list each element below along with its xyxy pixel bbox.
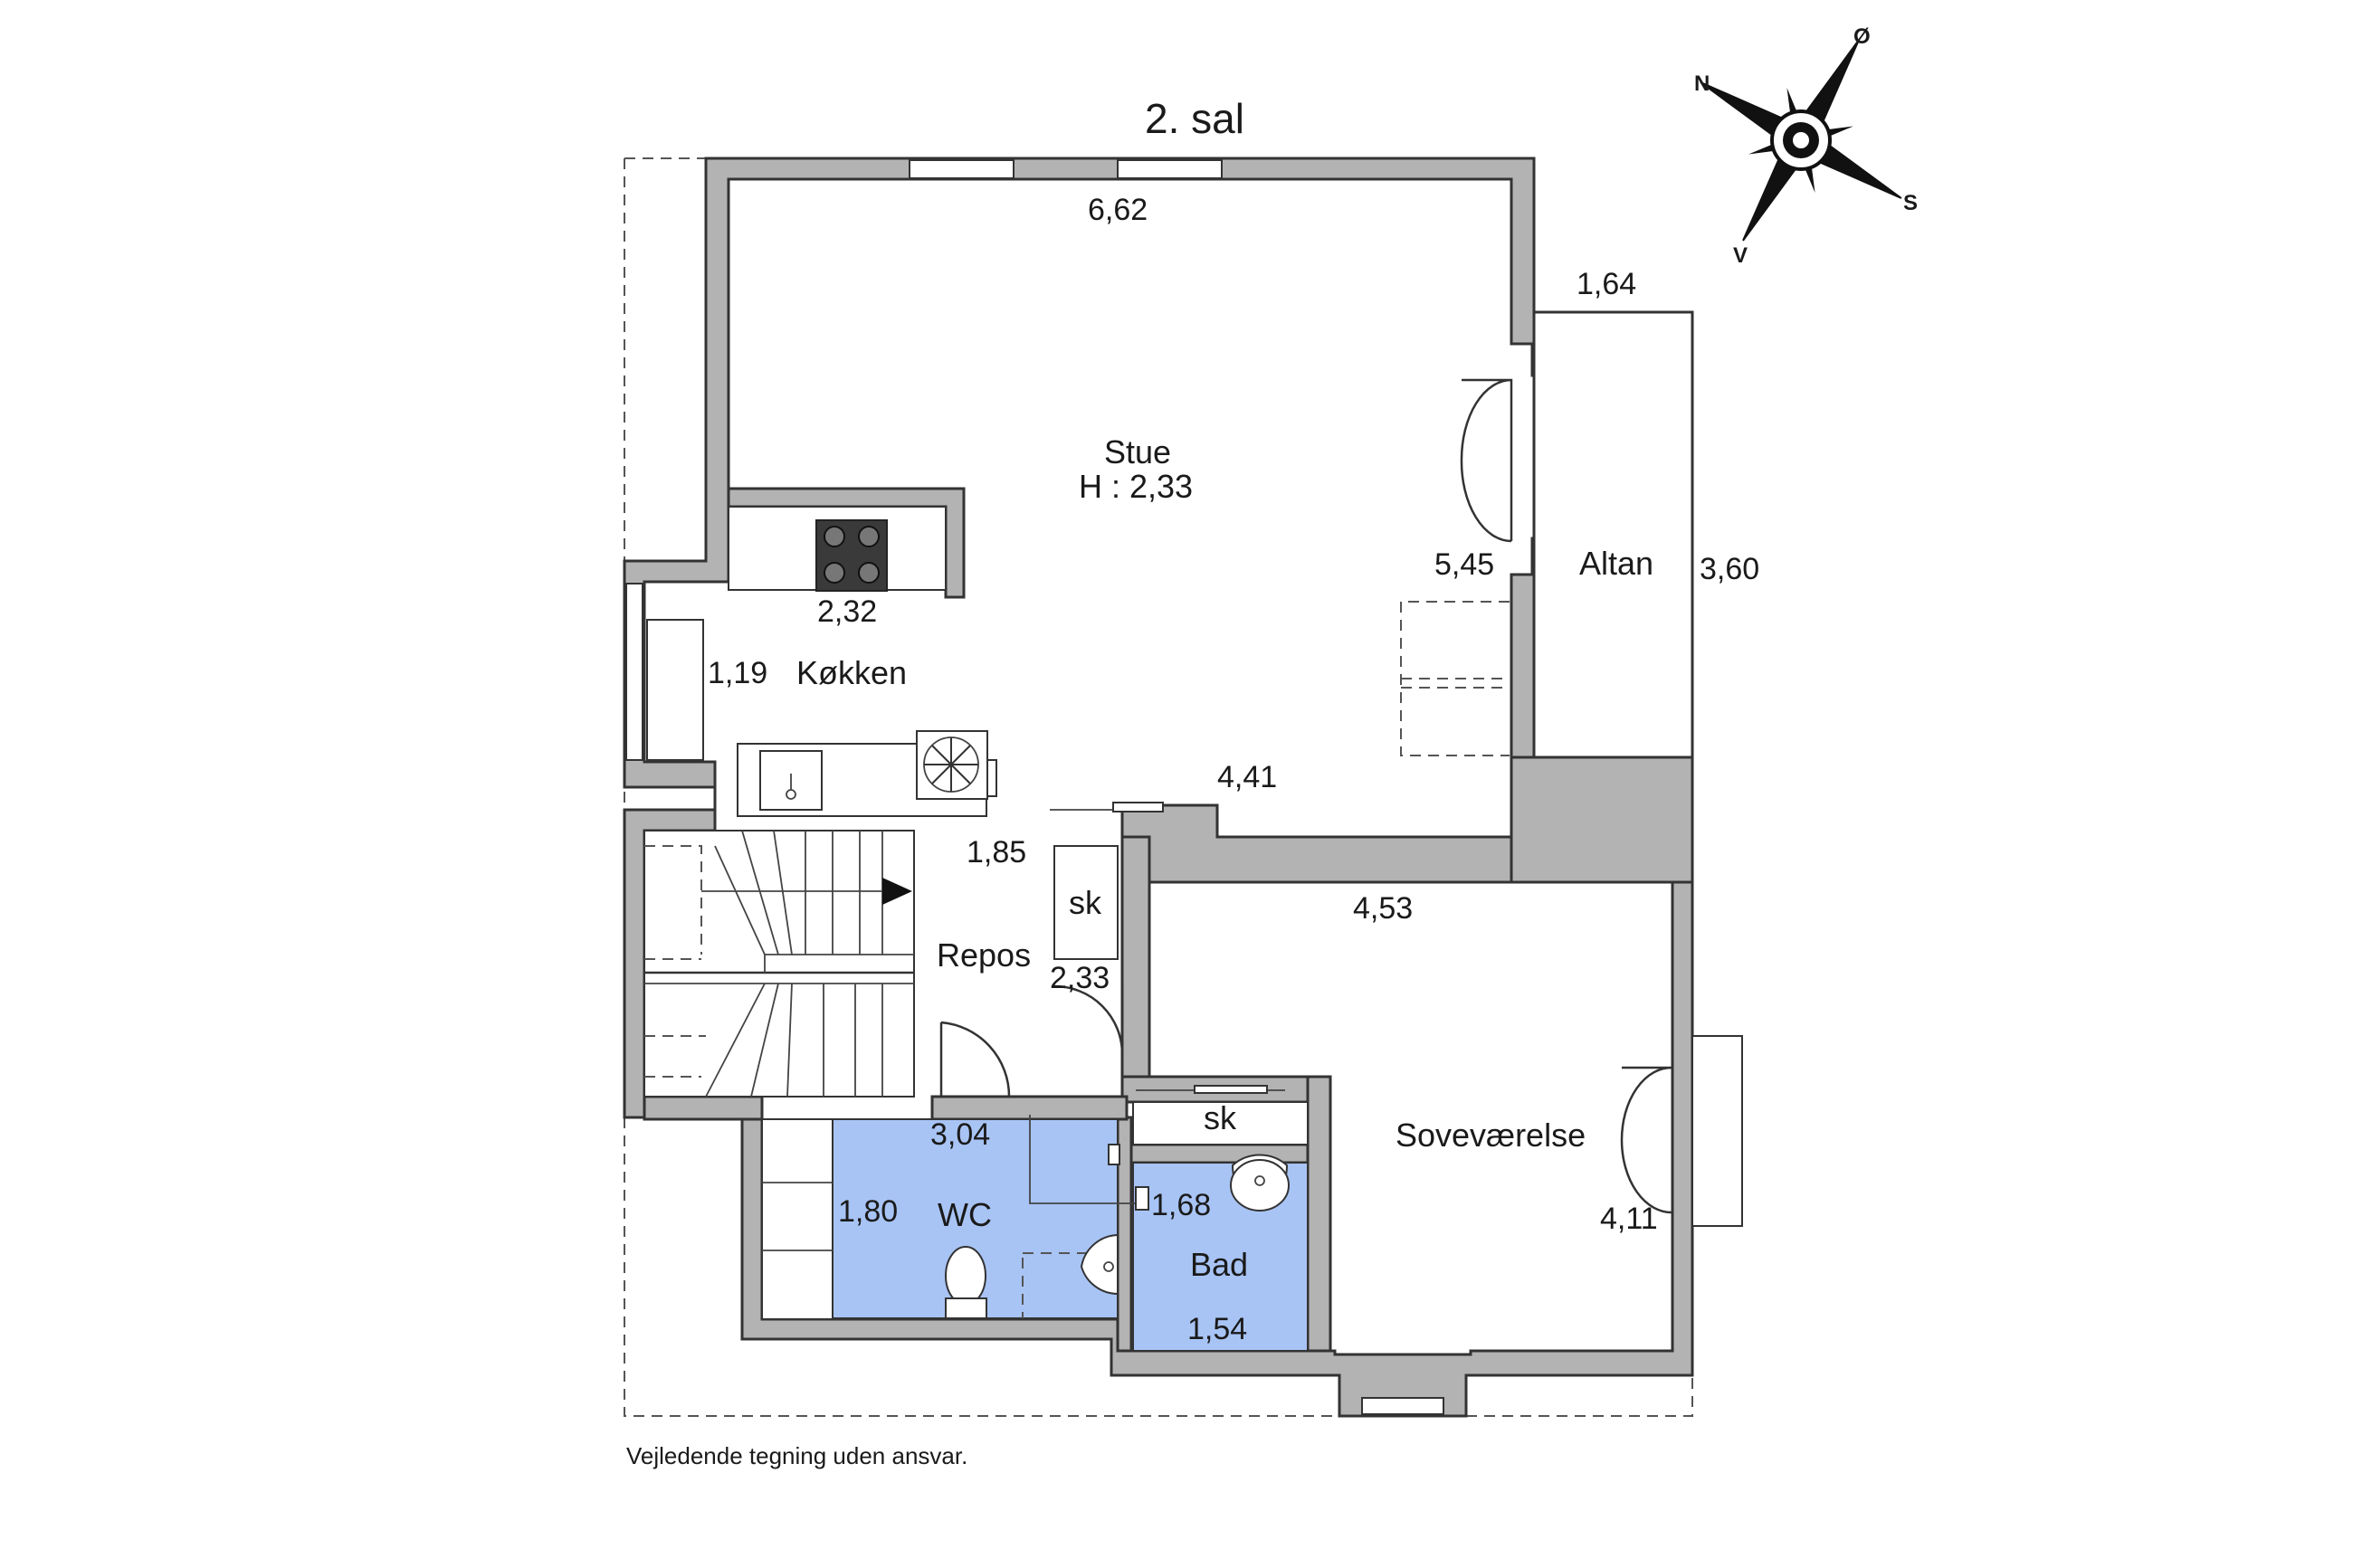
dim-sove-depth: 4,11: [1600, 1202, 1658, 1236]
room-wc: WC: [938, 1196, 992, 1233]
shower-tap-icon: [1135, 1186, 1149, 1211]
stair-arrow-icon: [882, 878, 912, 905]
dim-wc-depth: 1,80: [838, 1194, 898, 1229]
dim-stue-bottom: 4,41: [1217, 760, 1277, 794]
bad-sove-wall: [1306, 1075, 1332, 1353]
plot-outline: [624, 157, 1693, 1417]
room-stue-height: H : 2,33: [1079, 468, 1193, 505]
stair-bottom-wall: [643, 1095, 764, 1121]
window-top-right: [1117, 159, 1223, 179]
dim-kokken-width: 2,32: [817, 594, 877, 629]
repos-partition: [1120, 835, 1151, 1079]
dim-stue-depth: 5,45: [1434, 547, 1494, 582]
dim-stue-width: 6,62: [1088, 193, 1148, 227]
room-stue: Stue: [1104, 433, 1171, 470]
floor-title: 2. sal: [1145, 95, 1244, 142]
door-sove-balcony: [1620, 1066, 1674, 1214]
wc-shelves: [761, 1118, 834, 1320]
kitchen-table: [646, 619, 704, 761]
room-sk-bad: sk: [1204, 1099, 1237, 1136]
dim-repos-depth: 2,33: [1050, 961, 1110, 995]
room-sovevaerelse: Soveværelse: [1396, 1117, 1586, 1154]
compass-v: V: [1733, 243, 1748, 268]
toilet-icon: [945, 1246, 986, 1306]
altan-area: [1532, 310, 1694, 759]
door-wc: [939, 1021, 1011, 1098]
compass-n: N: [1694, 71, 1710, 96]
door-altan: [1460, 378, 1513, 543]
compass-s: S: [1903, 191, 1918, 215]
room-kokken: Køkken: [796, 654, 907, 691]
altan-wall-block: [1510, 755, 1694, 884]
french-balcony: [1691, 1035, 1743, 1227]
dim-bad-depth: 1,68: [1151, 1188, 1211, 1222]
disclaimer: Vejledende tegning uden ansvar.: [626, 1442, 967, 1469]
room-altan: Altan: [1579, 545, 1653, 582]
stue-dashed-furniture: [1400, 601, 1510, 756]
dim-altan-length: 3,60: [1700, 552, 1759, 586]
dim-bad-width: 1,54: [1187, 1312, 1247, 1346]
door-repos-sove: [1053, 984, 1124, 1055]
window-bottom: [1361, 1397, 1444, 1415]
dim-wc-width: 3,04: [930, 1117, 990, 1152]
window-kitchen: [625, 583, 643, 761]
dim-sove-width: 4,53: [1353, 891, 1413, 926]
room-repos: Repos: [937, 936, 1031, 974]
wardrobe-bad: [1132, 1101, 1309, 1145]
compass-o: Ø: [1853, 24, 1871, 49]
dim-kokken-depth: 1,19: [708, 656, 767, 690]
staircase: [643, 830, 915, 1098]
dim-altan-width: 1,64: [1577, 267, 1636, 301]
room-bad: Bad: [1190, 1246, 1248, 1283]
room-sk-repos: sk: [1069, 884, 1102, 921]
wardrobe-repos: [1053, 845, 1119, 960]
dim-repos-width: 1,85: [967, 835, 1026, 870]
compass-rose-icon: [1700, 39, 1902, 242]
window-top-left: [909, 159, 1015, 179]
wc-sink-icon: [1080, 1233, 1119, 1296]
tap-icon: [1108, 1144, 1120, 1165]
